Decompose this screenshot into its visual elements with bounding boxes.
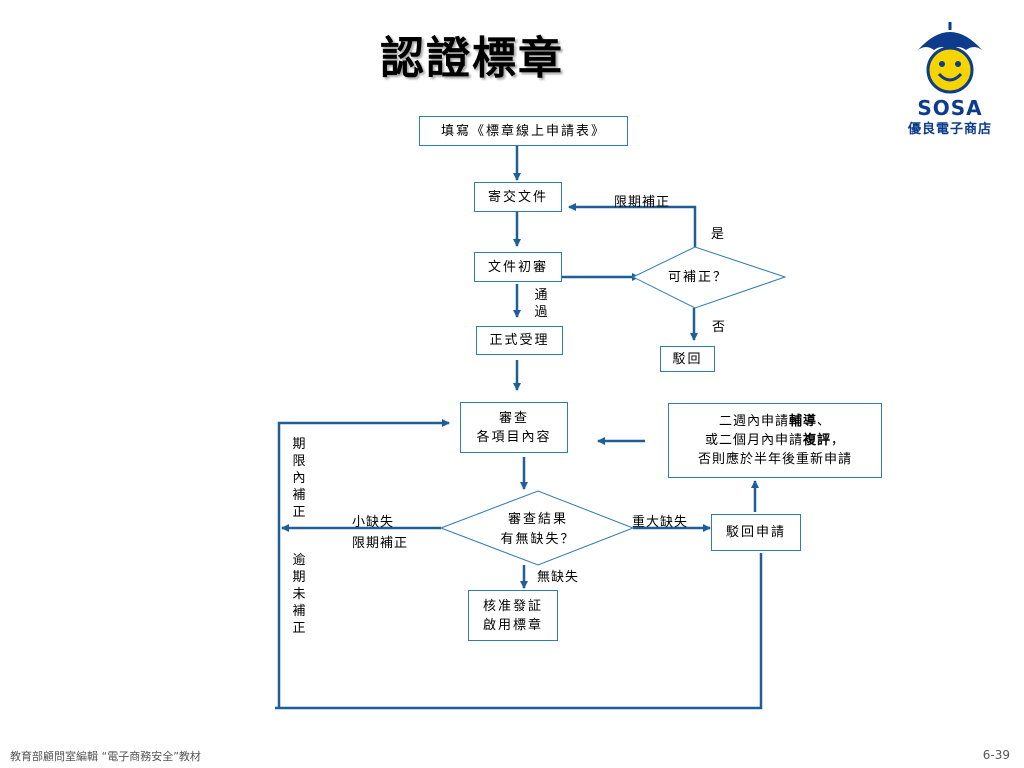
logo-name: SOSA xyxy=(917,96,983,120)
node-formal-accept: 正式受理 xyxy=(476,326,563,355)
node-approve-line2: 啟用標章 xyxy=(482,617,543,633)
label-yes: 是 xyxy=(711,227,726,242)
arrow-left-loop-to-review xyxy=(277,419,450,708)
label-fix-within-deadline: 期 限 內 補 正 xyxy=(292,437,306,520)
diamond-correctable xyxy=(631,246,787,309)
label-overdue-unfixed: 逾 期 未 補 正 xyxy=(292,553,306,636)
note-line2: 或二個月內申請複評， xyxy=(704,433,846,448)
diamond-review-result-label: 審查結果 有無缺失？ xyxy=(488,510,588,550)
node-fill-form: 填寫《標章線上申請表》 xyxy=(419,116,628,146)
node-reject: 駁回 xyxy=(660,346,715,372)
node-approve-line1: 核准發証 xyxy=(482,598,543,614)
arrow-yes-back-to-submit xyxy=(568,203,697,247)
label-minor-defect: 小缺失 xyxy=(352,515,395,530)
note-line3: 否則應於半年後重新申請 xyxy=(697,452,852,467)
diamond-review-result xyxy=(439,490,635,566)
node-reject-apply: 駁回申請 xyxy=(711,514,801,551)
label-deadline-fix: 限期補正 xyxy=(614,195,671,210)
node-initial-review: 文件初審 xyxy=(474,252,562,282)
label-no-defect: 無缺失 xyxy=(537,570,580,585)
node-approve: 核准發証 啟用標章 xyxy=(468,590,558,641)
node-submit-docs: 寄交文件 xyxy=(474,182,562,212)
node-review-items: 審查 各項目內容 xyxy=(460,402,568,453)
page-number: 6-39 xyxy=(982,748,1010,762)
footer-credit: 教育部顧問室編輯 “電子商務安全”教材 xyxy=(10,750,201,763)
node-note: 二週內申請輔導、 或二個月內申請複評， 否則應於半年後重新申請 xyxy=(668,403,882,478)
node-review-line1: 審查 xyxy=(498,410,529,426)
label-major-defect: 重大缺失 xyxy=(632,515,689,530)
node-review-line2: 各項目內容 xyxy=(476,429,552,445)
label-minor-deadline: 限期補正 xyxy=(352,536,409,551)
label-pass: 通 過 xyxy=(534,288,548,320)
line-reject-apply-bottom xyxy=(275,553,763,710)
diamond-correctable-label: 可補正？ xyxy=(667,270,728,285)
umbrella-smiley-icon xyxy=(918,22,982,94)
logo-subtitle: 優良電子商店 xyxy=(907,122,992,137)
diamond-result-line1: 審查結果 xyxy=(507,512,568,527)
label-no: 否 xyxy=(712,320,727,335)
diamond-result-line2: 有無缺失？ xyxy=(500,532,576,547)
page-title: 認證標章 xyxy=(380,33,564,84)
note-line1: 二週內申請輔導、 xyxy=(718,414,832,429)
sosa-logo: SOSA 優良電子商店 xyxy=(890,16,1010,140)
